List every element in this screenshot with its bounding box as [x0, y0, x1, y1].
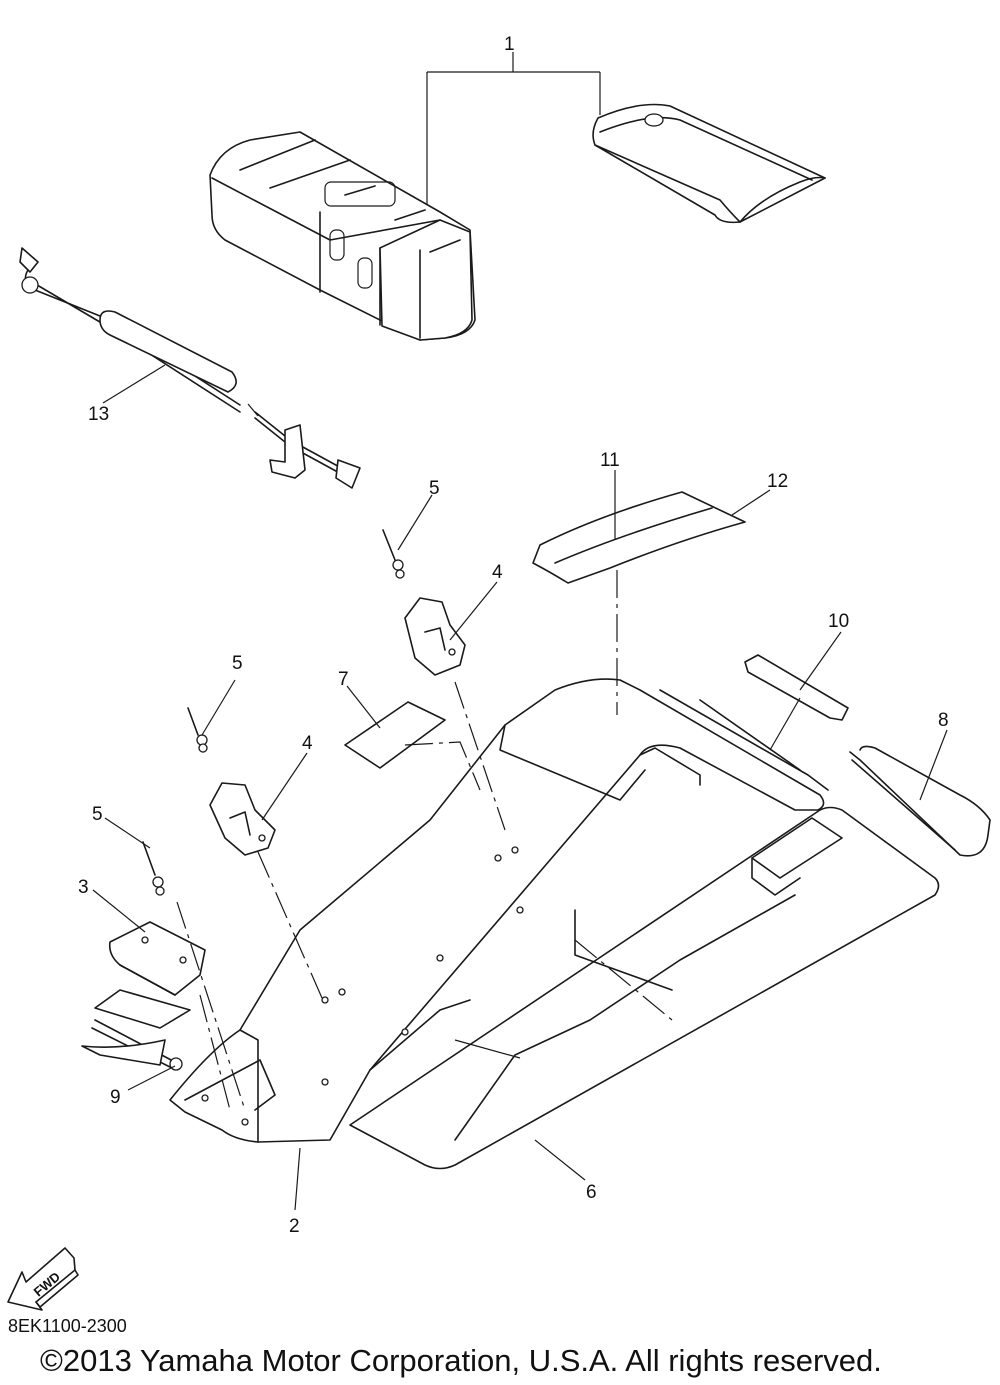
seat-cover-assembly [209, 52, 826, 341]
folded-seat-cover [209, 131, 476, 341]
hinge-plate [94, 921, 206, 1029]
lanyard-cord [19, 247, 361, 489]
callout-11: 11 [600, 450, 620, 471]
seat-base-panel [349, 806, 940, 1170]
callout-8: 8 [938, 710, 949, 731]
callout-7: 7 [338, 669, 349, 690]
rivet-upper [382, 529, 405, 579]
callout-2: 2 [289, 1216, 300, 1237]
copyright-notice: ©2013 Yamaha Motor Corporation, U.S.A. A… [40, 1343, 882, 1378]
callout-12: 12 [767, 471, 788, 492]
rivet-lower [142, 841, 165, 896]
callout-10: 10 [828, 611, 849, 632]
callout-5-lower: 5 [92, 804, 103, 825]
seat-cover-bag [592, 103, 826, 224]
callout-3: 3 [78, 877, 89, 898]
callout-5-middle: 5 [232, 653, 243, 674]
rivet-middle [187, 707, 208, 753]
decal-strip [532, 491, 746, 584]
callout-13: 13 [88, 404, 109, 425]
clip-upper [404, 597, 466, 676]
latch-rod [849, 745, 991, 857]
leader-lines [92, 364, 948, 1211]
clip-lower [209, 782, 276, 856]
callout-4-upper: 4 [492, 562, 503, 583]
fwd-arrow-icon: FWD [7, 1247, 79, 1311]
callout-6: 6 [586, 1182, 597, 1203]
callout-9: 9 [110, 1087, 121, 1108]
diagram-code: 8EK1100-2300 [8, 1316, 127, 1336]
callouts: 1 2 3 4 4 5 5 5 6 7 8 9 10 11 12 13 [78, 34, 949, 1237]
callout-1: 1 [504, 34, 515, 55]
hinge-pin [81, 1019, 183, 1071]
callout-4-lower: 4 [302, 733, 313, 754]
label-plate [344, 701, 446, 769]
latch-pad [744, 654, 849, 721]
seat-frame [169, 678, 829, 1143]
assembly-lines [176, 570, 673, 1111]
callout-5-upper: 5 [429, 478, 440, 499]
